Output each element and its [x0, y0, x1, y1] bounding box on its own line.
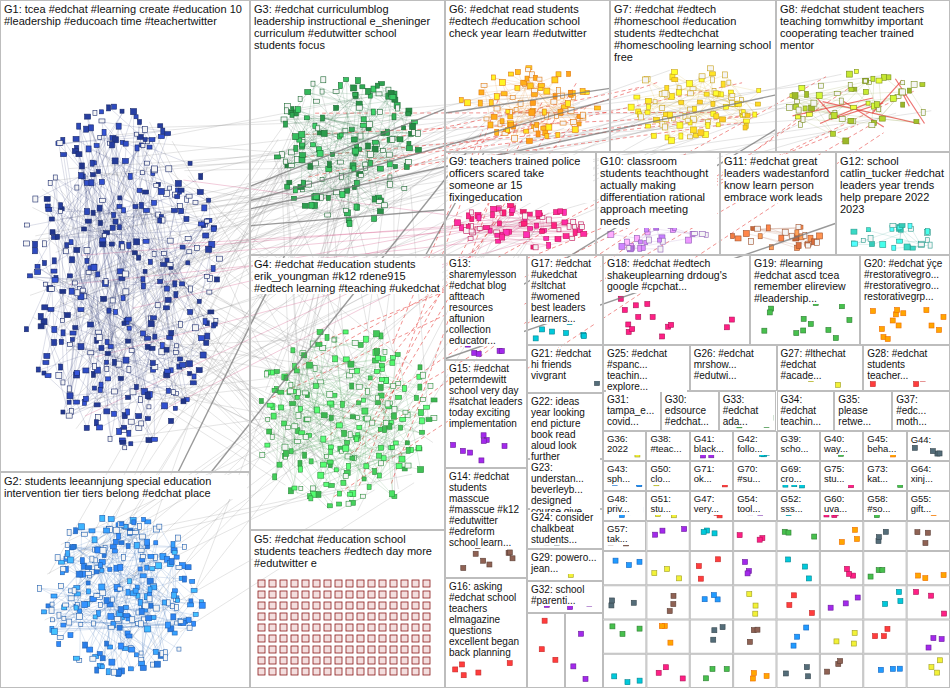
- graph-canvas: G1: tcea #edchat #learning create #educa…: [0, 0, 950, 688]
